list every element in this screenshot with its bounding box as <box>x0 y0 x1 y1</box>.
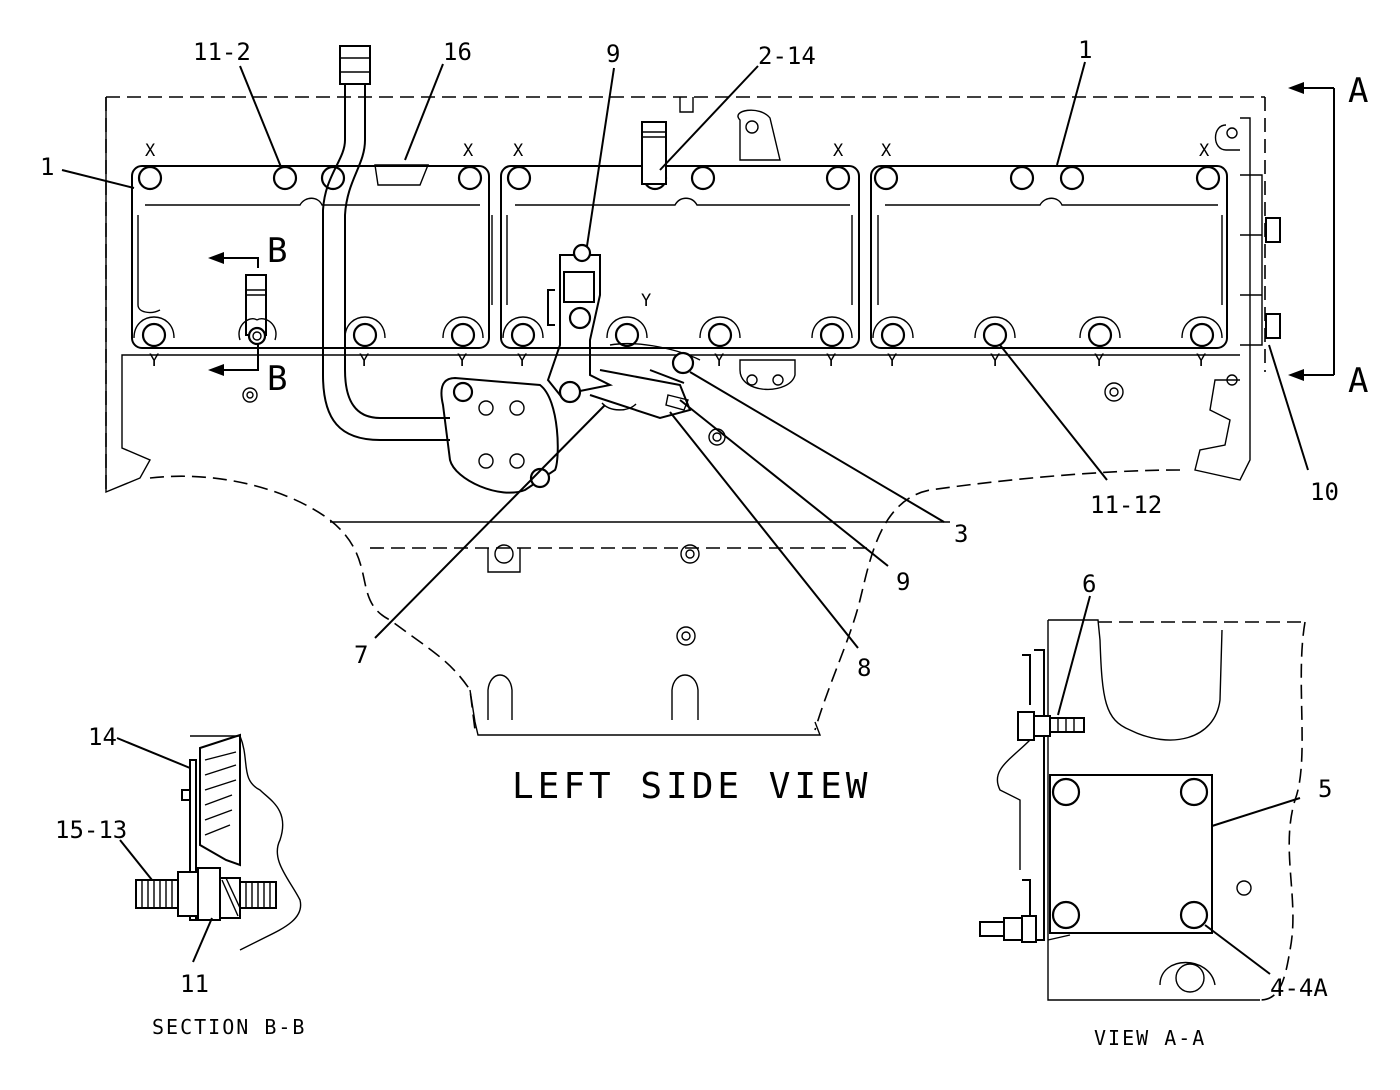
callout-9-top: 9 <box>606 40 620 68</box>
callout-2-14: 2-14 <box>758 42 816 70</box>
section-a-bottom-marker: A <box>1348 361 1368 401</box>
y-marker: Y <box>641 291 651 311</box>
callout-1-right: 1 <box>1078 36 1092 64</box>
y-marker: Y <box>457 351 467 371</box>
view-a-a-title: VIEW A-A <box>1094 1026 1206 1050</box>
top-bolt-row <box>137 165 1221 191</box>
row-markers: X X X X X X Y Y Y Y Y Y Y Y Y Y Y <box>145 141 1210 371</box>
callout-11-12: 11-12 <box>1090 491 1162 519</box>
callout-4-4a: 4-4A <box>1270 974 1328 1002</box>
x-marker: X <box>463 141 474 161</box>
leader-lines <box>61 61 1309 649</box>
y-marker: Y <box>887 351 897 371</box>
bottom-bolt-row <box>133 316 1223 348</box>
left-side-view: B B A A X X X X X X Y Y Y Y Y Y <box>40 36 1368 807</box>
section-b-b: 14 15-13 11 SECTION B-B <box>55 723 306 1039</box>
oil-pan-panels <box>131 165 1228 349</box>
section-a-marker: A A <box>1288 71 1368 401</box>
x-marker: X <box>513 141 524 161</box>
section-b-marker: B B <box>208 231 287 399</box>
y-marker: Y <box>826 351 836 371</box>
callout-15-13: 15-13 <box>55 816 127 844</box>
y-marker: Y <box>714 351 724 371</box>
callout-11-2: 11-2 <box>193 38 251 66</box>
callout-16: 16 <box>443 38 472 66</box>
y-marker: Y <box>1094 351 1104 371</box>
section-b-bottom-marker: B <box>267 359 287 399</box>
dipstick-tube <box>322 45 450 441</box>
callout-5: 5 <box>1318 775 1332 803</box>
y-marker: Y <box>149 351 159 371</box>
callout-3: 3 <box>954 520 968 548</box>
small-cover <box>641 121 667 185</box>
callout-8: 8 <box>857 654 871 682</box>
y-marker: Y <box>517 351 527 371</box>
y-marker: Y <box>359 351 369 371</box>
section-b-top-marker: B <box>267 231 287 271</box>
callouts-left-view: 1 11-2 16 9 2-14 1 3 9 7 8 11-12 10 <box>40 36 1339 682</box>
callout-9-lower: 9 <box>896 568 910 596</box>
x-marker: X <box>833 141 844 161</box>
x-marker: X <box>881 141 892 161</box>
y-marker: Y <box>1196 351 1206 371</box>
section-b-b-title: SECTION B-B <box>152 1015 306 1039</box>
callout-11: 11 <box>180 970 209 998</box>
y-marker: Y <box>990 351 1000 371</box>
bracket-assembly <box>546 243 701 420</box>
breather-housing <box>440 376 559 494</box>
callout-6: 6 <box>1082 570 1096 598</box>
view-a-a: 6 5 4-4A VIEW A-A <box>979 570 1332 1050</box>
left-side-view-title: LEFT SIDE VIEW <box>512 766 871 807</box>
callout-7: 7 <box>354 641 368 669</box>
section-a-top-marker: A <box>1348 71 1368 111</box>
callout-10: 10 <box>1310 478 1339 506</box>
x-marker: X <box>145 141 156 161</box>
callout-14: 14 <box>88 723 117 751</box>
callout-1-left: 1 <box>40 153 54 181</box>
x-marker: X <box>1199 141 1210 161</box>
